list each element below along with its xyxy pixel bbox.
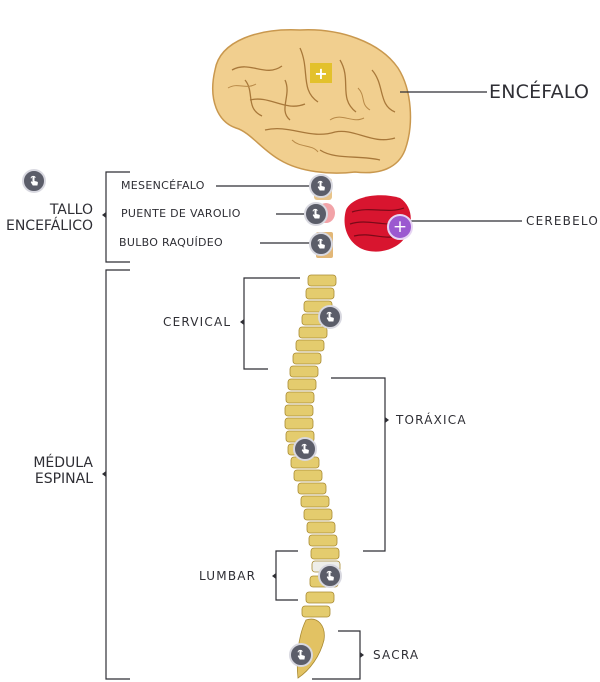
vertebra xyxy=(305,591,335,604)
label-tallo-encefalico: TALLO ENCEFÁLICO xyxy=(6,202,93,234)
tap-hand-icon xyxy=(30,175,38,186)
label-sacra: SACRA xyxy=(373,648,420,662)
vertebra xyxy=(289,365,319,378)
vertebra xyxy=(310,547,340,560)
sacra-hotspot-button[interactable] xyxy=(289,643,313,667)
cervical-arrow xyxy=(240,319,244,325)
tallo-hotspot-button[interactable] xyxy=(22,169,46,193)
label-tallo-line1: TALLO xyxy=(49,202,93,218)
label-bulbo-raquideo: BULBO RAQUÍDEO xyxy=(119,236,223,249)
tap-hand-icon xyxy=(317,180,325,191)
plus-icon: + xyxy=(392,217,408,237)
medula-arrow xyxy=(102,471,106,477)
toraxica-hotspot-button[interactable] xyxy=(293,437,317,461)
puente-hotspot-button[interactable] xyxy=(304,202,328,226)
vertebra xyxy=(285,391,315,404)
bulbo-hotspot-button[interactable] xyxy=(309,232,333,256)
vertebra xyxy=(284,417,314,430)
vertebra xyxy=(303,508,333,521)
toraxica-arrow xyxy=(385,417,389,423)
brain-illustration xyxy=(212,29,412,174)
medula-bracket xyxy=(105,269,130,680)
lumbar-arrow xyxy=(272,573,276,579)
label-cerebelo: CEREBELO xyxy=(526,214,599,228)
vertebra xyxy=(308,534,338,547)
tap-hand-icon xyxy=(326,311,334,322)
vertebra xyxy=(293,469,323,482)
brain-expand-button[interactable]: + xyxy=(310,63,332,83)
label-tallo-line2: ENCEFÁLICO xyxy=(5,218,93,234)
vertebra xyxy=(292,352,322,365)
vertebra xyxy=(301,605,331,618)
label-toraxica: TORÁXICA xyxy=(396,413,467,427)
tap-hand-icon xyxy=(301,443,309,454)
label-medula-line1: MÉDULA xyxy=(33,455,93,471)
vertebra xyxy=(287,378,317,391)
vertebra xyxy=(307,274,337,287)
label-mesencefalo: MESENCÉFALO xyxy=(121,179,205,192)
vertebra xyxy=(298,326,328,339)
vertebra xyxy=(306,521,336,534)
vertebra xyxy=(300,495,330,508)
toraxica-bracket xyxy=(331,377,386,552)
vertebra xyxy=(305,287,335,300)
vertebra xyxy=(295,339,325,352)
lumbar-bracket xyxy=(275,550,298,601)
label-encefalo: ENCÉFALO xyxy=(489,81,590,103)
label-cervical: CERVICAL xyxy=(163,315,232,329)
plus-icon: + xyxy=(314,63,328,83)
sacra-arrow xyxy=(360,652,364,658)
tap-hand-icon xyxy=(317,238,325,249)
lumbar-hotspot-button[interactable] xyxy=(318,564,342,588)
tap-hand-icon xyxy=(326,570,334,581)
spine-illustration xyxy=(284,274,341,679)
mesencefalo-hotspot-button[interactable] xyxy=(309,174,333,198)
label-puente-de-varolio: PUENTE DE VAROLIO xyxy=(121,207,241,220)
tallo-arrow xyxy=(102,212,106,218)
label-medula-espinal: MÉDULA ESPINAL xyxy=(33,455,93,487)
tap-hand-icon xyxy=(312,208,320,219)
cervical-bracket xyxy=(243,277,300,370)
cerebellum-expand-button[interactable]: + xyxy=(387,214,413,240)
label-lumbar: LUMBAR xyxy=(199,569,257,583)
vertebra xyxy=(284,404,314,417)
vertebra xyxy=(297,482,327,495)
label-medula-line2: ESPINAL xyxy=(34,471,93,487)
tap-hand-icon xyxy=(297,649,305,660)
cervical-hotspot-button[interactable] xyxy=(318,305,342,329)
